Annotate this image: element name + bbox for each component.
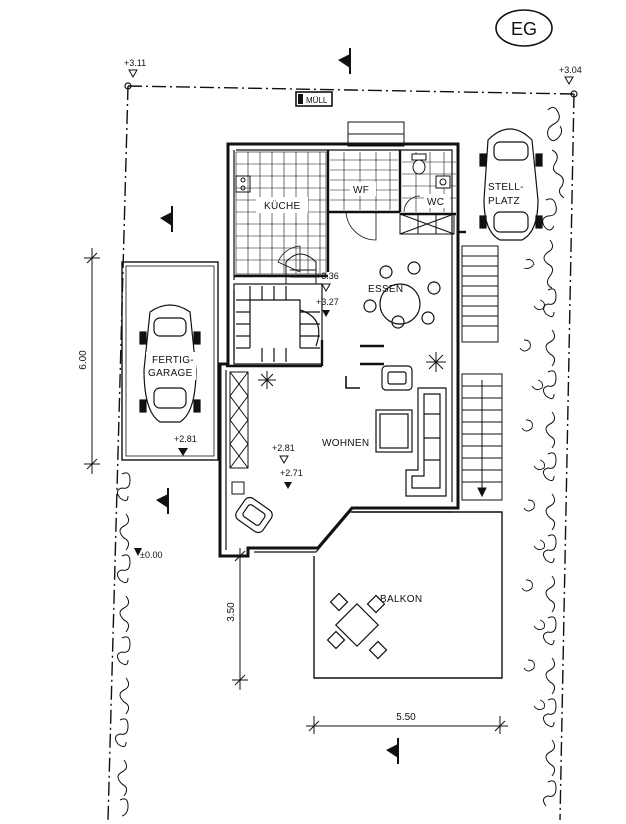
- parking-label-line2: PLATZ: [488, 196, 520, 207]
- balcony-table: [326, 592, 388, 660]
- stove-icon: [235, 175, 251, 193]
- level-marker-icon: [321, 283, 331, 293]
- bookshelf: [229, 371, 249, 469]
- waste-bin-label: MÜLL: [306, 96, 328, 105]
- plant-icon: [258, 371, 276, 389]
- hedge-left: [114, 472, 131, 817]
- dimension-vertical-left-value: 6.00: [78, 350, 89, 370]
- level-corner-left: +3.11: [124, 58, 146, 68]
- section-arrow-icons: [156, 48, 399, 764]
- garage-label-line2: GARAGE: [148, 368, 193, 379]
- floor-badge-text: EG: [511, 19, 537, 39]
- toilet-icon: [411, 153, 427, 175]
- armchair-bottom: [235, 496, 273, 534]
- staircase: [233, 283, 323, 365]
- coffee-table: [375, 409, 413, 453]
- garage-label-bg: [146, 352, 196, 380]
- level-marker-icon: [279, 455, 289, 465]
- level-living-a: +2.81: [272, 443, 295, 453]
- entrance-steps: [347, 121, 405, 147]
- side-stairs-upper: [461, 245, 499, 343]
- balcony-label: BALKON: [380, 594, 422, 605]
- garage: [121, 261, 219, 461]
- level-ground: ±0.00: [140, 550, 162, 560]
- dimension-horizontal-bottom-value: 5.50: [396, 712, 416, 723]
- sofa: [405, 387, 447, 497]
- level-marker-filled-icon: [134, 548, 142, 556]
- parking-label-line1: STELL-: [488, 182, 524, 193]
- wc-label-bg: [424, 194, 450, 208]
- cupboard: [399, 213, 455, 235]
- wf-label-bg: [350, 182, 376, 196]
- kitchen-corridor-steps: [285, 253, 317, 285]
- armchair-top: [381, 365, 413, 391]
- house-walls: [218, 142, 460, 558]
- wf-label: WF: [353, 185, 369, 196]
- washbasin-icon: [435, 175, 451, 189]
- wc-door-swing: [403, 195, 421, 213]
- property-boundary: [107, 85, 575, 821]
- level-garage: +2.81: [174, 434, 197, 444]
- dimension-vertical-left: [84, 248, 100, 474]
- living-label: WOHNEN: [322, 438, 369, 449]
- level-kitchen-b: +3.27: [316, 297, 339, 307]
- wf-room-tiles: [330, 152, 398, 210]
- parking-label-bg: [486, 178, 526, 208]
- kitchen-label-bg: [256, 197, 308, 213]
- dining-table: [363, 261, 441, 329]
- level-marker-icon: [564, 76, 574, 86]
- balcony: [313, 511, 503, 679]
- kitchen-label: KÜCHE: [264, 200, 301, 212]
- kitchen-door-swing: [277, 245, 301, 273]
- level-kitchen-a: +3.36: [316, 271, 339, 281]
- dimension-vertical-lower-value: 3.50: [226, 602, 237, 622]
- wf-door-swing: [345, 211, 377, 241]
- level-living-b: +2.71: [280, 468, 303, 478]
- garage-label-line1: FERTIG-: [152, 355, 194, 366]
- floor-badge: EG: [495, 9, 553, 47]
- corner-mark: [345, 376, 360, 389]
- waste-bin-box: MÜLL: [295, 91, 333, 107]
- dimension-horizontal-bottom: [306, 716, 508, 734]
- corner-marker-right: [570, 90, 578, 98]
- dimension-vertical-lower: [232, 548, 248, 690]
- plant-icon-2: [426, 352, 446, 372]
- side-table: [231, 481, 245, 495]
- hedge-right-inner: [519, 259, 545, 711]
- level-marker-filled-icon: [178, 448, 188, 456]
- side-stairs-lower: [461, 373, 503, 501]
- level-marker-filled-icon: [284, 482, 292, 489]
- interior-walls: [226, 150, 466, 368]
- level-corner-right: +3.04: [559, 65, 582, 75]
- corner-marker-left: [124, 82, 132, 90]
- level-marker-filled-icon: [322, 310, 330, 317]
- level-marker-icon: [128, 69, 138, 79]
- hedge-right: [542, 106, 565, 807]
- wc-label: WC: [427, 197, 444, 208]
